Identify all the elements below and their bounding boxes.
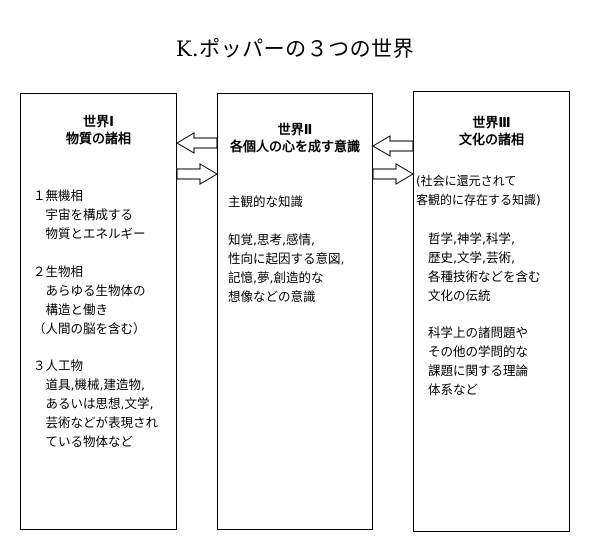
world3-box: 世界Ⅲ 文化の諸相 (社会に還元されて 客観的に存在する知識) 哲学,神学,科学… (413, 91, 570, 532)
world2-text-line: 記憶,夢,創造的な (228, 270, 324, 285)
world3-theory-section: 科学上の諸問題や その他の学問的な 課題に関する理論 体系など (428, 323, 528, 399)
world3-text-line: 文化の伝統 (428, 288, 491, 303)
world3-heading-line: 文化の諸相 (458, 133, 524, 148)
world3-text-line: 体系など (428, 382, 479, 397)
world1-box: 世界Ⅰ 物質の諸相 １無機相 宇宙を構成する 物質とエネルギー ２生物相 あらゆ… (20, 93, 177, 530)
arrow-right-1-to-2 (176, 163, 218, 185)
world3-heading-line: 世界Ⅲ (472, 116, 511, 131)
world2-heading-line: 各個人の心を成す意識 (229, 140, 360, 155)
world1-text-line: 物質とエネルギー (33, 226, 146, 241)
world3-text-line: 客観的に存在する知識) (416, 193, 541, 207)
world1-inorganic-section: １無機相 宇宙を構成する 物質とエネルギー (33, 186, 146, 243)
world1-text-line: １無機相 (33, 188, 84, 203)
diagram-title: K.ポッパーの３つの世界 (175, 37, 415, 61)
world1-biological-section: ２生物相 あらゆる生物体の 構造と働き （人間の脳を含む） (33, 262, 146, 338)
world1-text-line: 宇宙を構成する (33, 207, 134, 222)
world1-heading-line: 物質の諸相 (65, 132, 131, 147)
world3-text-line: 科学上の諸問題や (428, 325, 529, 340)
world2-text-line: 想像などの意識 (228, 289, 316, 304)
world1-text-line: 道具,機械,建造物, (33, 377, 145, 392)
world3-text-line: その他の学問的な (428, 344, 529, 359)
world1-heading-line: 世界Ⅰ (83, 115, 114, 130)
arrow-left-3-to-2 (372, 135, 414, 157)
world3-objective-note: (社会に還元されて 客観的に存在する知識) (416, 172, 541, 210)
world2-box: 世界Ⅱ 各個人の心を成す意識 主観的な知識 知覚,思考,感情, 性向に起因する意… (217, 93, 373, 530)
world3-text-line: 哲学,神学,科学, (428, 231, 515, 246)
world2-text-line: 性向に起因する意図, (228, 251, 345, 266)
arrow-left-2-to-1 (176, 132, 218, 154)
world3-text-line: 課題に関する理論 (428, 363, 529, 378)
world1-text-line: あらゆる生物体の (33, 283, 146, 298)
world1-text-line: 芸術などが表現され (33, 415, 159, 430)
world1-text-line: あるいは思想,文学, (33, 396, 154, 411)
world3-tradition-section: 哲学,神学,科学, 歴史,文学,芸術, 各種技術などを含む 文化の伝統 (428, 229, 541, 305)
world2-heading-line: 世界Ⅱ (277, 123, 313, 138)
world3-text-line: 歴史,文学,芸術, (428, 250, 515, 265)
world3-text-line: 各種技術などを含む (428, 269, 541, 284)
world1-text-line: ている物体など (33, 434, 134, 449)
world3-heading: 世界Ⅲ 文化の諸相 (414, 115, 569, 149)
world1-text-line: ３人工物 (33, 358, 84, 373)
world1-artifact-section: ３人工物 道具,機械,建造物, あるいは思想,文学, 芸術などが表現され ている… (33, 356, 158, 451)
world1-text-line: （人間の脳を含む） (33, 321, 146, 336)
world2-heading: 世界Ⅱ 各個人の心を成す意識 (218, 122, 372, 156)
world1-heading: 世界Ⅰ 物質の諸相 (21, 114, 176, 148)
world2-text-line: 知覚,思考,感情, (228, 232, 315, 247)
world2-text-line: 主観的な知識 (228, 194, 304, 209)
world2-subjective-section: 主観的な知識 (228, 192, 303, 211)
world2-consciousness-section: 知覚,思考,感情, 性向に起因する意図, 記憶,夢,創造的な 想像などの意識 (228, 230, 344, 306)
arrow-right-2-to-3 (372, 163, 414, 185)
world3-text-line: (社会に還元されて (416, 174, 517, 188)
world1-text-line: ２生物相 (33, 264, 84, 279)
world1-text-line: 構造と働き (33, 302, 109, 317)
